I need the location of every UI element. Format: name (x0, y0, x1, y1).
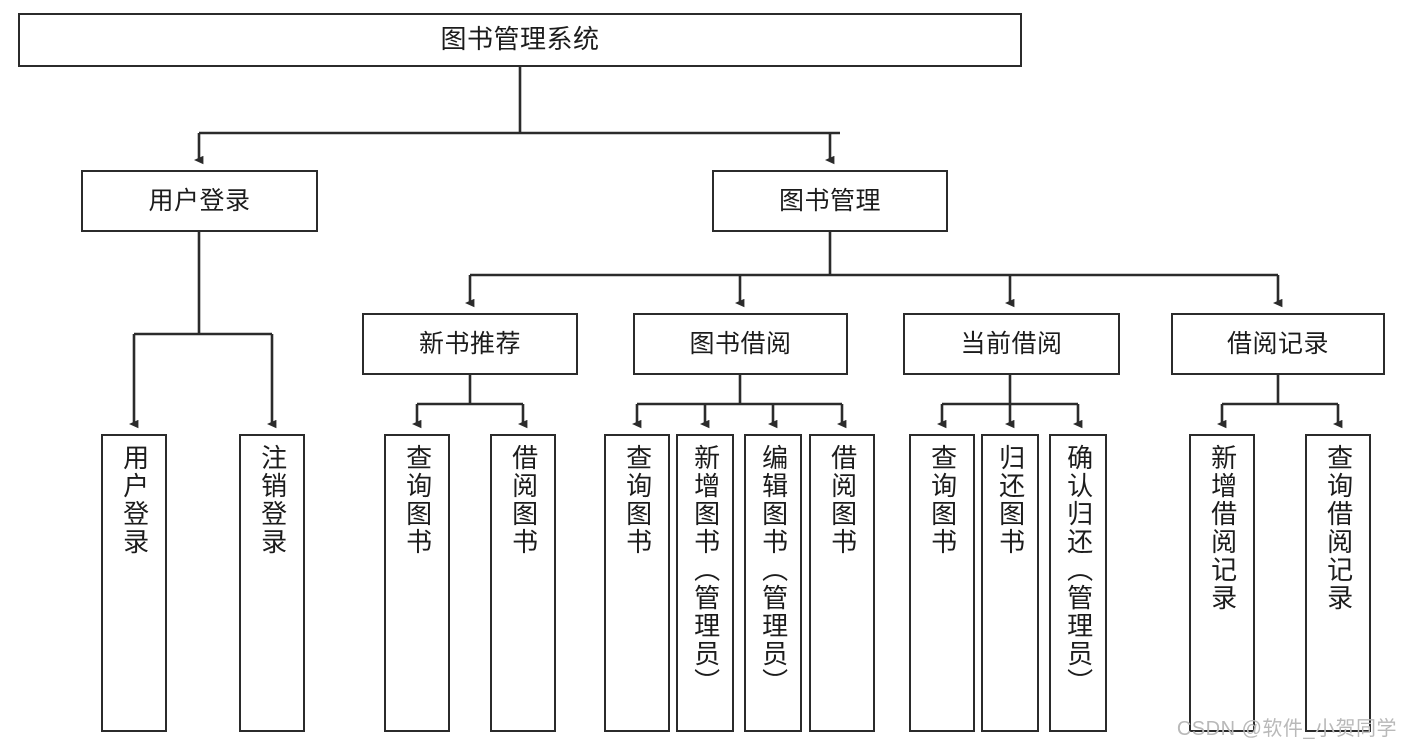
leaf-recommend-borrow-book-label: 借阅图书 (508, 444, 539, 556)
leaf-borrow-borrow-book-label: 借阅图书 (827, 444, 858, 556)
leaf-current-query-book[interactable]: 查询图书 (909, 434, 975, 732)
leaf-recommend-query-book[interactable]: 查询图书 (384, 434, 450, 732)
node-current-borrow[interactable]: 当前借阅 (903, 313, 1120, 375)
node-user-login[interactable]: 用户登录 (81, 170, 318, 232)
leaf-current-return-book-label: 归还图书 (995, 444, 1026, 556)
leaf-current-query-book-label: 查询图书 (927, 444, 958, 556)
node-new-book-recommend-label: 新书推荐 (418, 329, 521, 358)
leaf-record-query-record[interactable]: 查询借阅记录 (1305, 434, 1371, 732)
node-book-management-label: 图书管理 (778, 186, 881, 215)
leaf-recommend-query-book-label: 查询图书 (402, 444, 433, 556)
node-current-borrow-label: 当前借阅 (960, 329, 1063, 358)
leaf-borrow-borrow-book[interactable]: 借阅图书 (809, 434, 875, 732)
node-root-system-label: 图书管理系统 (440, 24, 600, 55)
node-new-book-recommend[interactable]: 新书推荐 (362, 313, 578, 375)
leaf-record-add-record-label: 新增借阅记录 (1207, 444, 1238, 612)
node-book-borrow-label: 图书借阅 (689, 329, 792, 358)
leaf-record-query-record-label: 查询借阅记录 (1323, 444, 1354, 612)
leaf-current-confirm-return-admin-label: 确认归还（管理员） (1063, 444, 1094, 696)
leaf-borrow-query-book-label: 查询图书 (622, 444, 653, 556)
watermark-text: CSDN @软件_小贺同学 (1176, 718, 1397, 740)
leaf-borrow-add-book-admin-label: 新增图书（管理员） (690, 444, 721, 696)
leaf-record-add-record[interactable]: 新增借阅记录 (1189, 434, 1255, 732)
leaf-borrow-add-book-admin[interactable]: 新增图书（管理员） (676, 434, 734, 732)
leaf-borrow-edit-book-admin[interactable]: 编辑图书（管理员） (744, 434, 802, 732)
node-borrow-record-label: 借阅记录 (1226, 329, 1329, 358)
node-book-management[interactable]: 图书管理 (712, 170, 948, 232)
node-book-borrow[interactable]: 图书借阅 (633, 313, 848, 375)
leaf-recommend-borrow-book[interactable]: 借阅图书 (490, 434, 556, 732)
node-root-system[interactable]: 图书管理系统 (18, 13, 1022, 67)
node-borrow-record[interactable]: 借阅记录 (1171, 313, 1385, 375)
leaf-user-login-login[interactable]: 用户登录 (101, 434, 167, 732)
leaf-user-login-logout-label: 注销登录 (257, 444, 288, 556)
leaf-borrow-edit-book-admin-label: 编辑图书（管理员） (758, 444, 789, 696)
leaf-current-return-book[interactable]: 归还图书 (981, 434, 1039, 732)
leaf-current-confirm-return-admin[interactable]: 确认归还（管理员） (1049, 434, 1107, 732)
leaf-borrow-query-book[interactable]: 查询图书 (604, 434, 670, 732)
node-user-login-label: 用户登录 (148, 186, 251, 215)
leaf-user-login-logout[interactable]: 注销登录 (239, 434, 305, 732)
leaf-user-login-login-label: 用户登录 (119, 444, 150, 556)
